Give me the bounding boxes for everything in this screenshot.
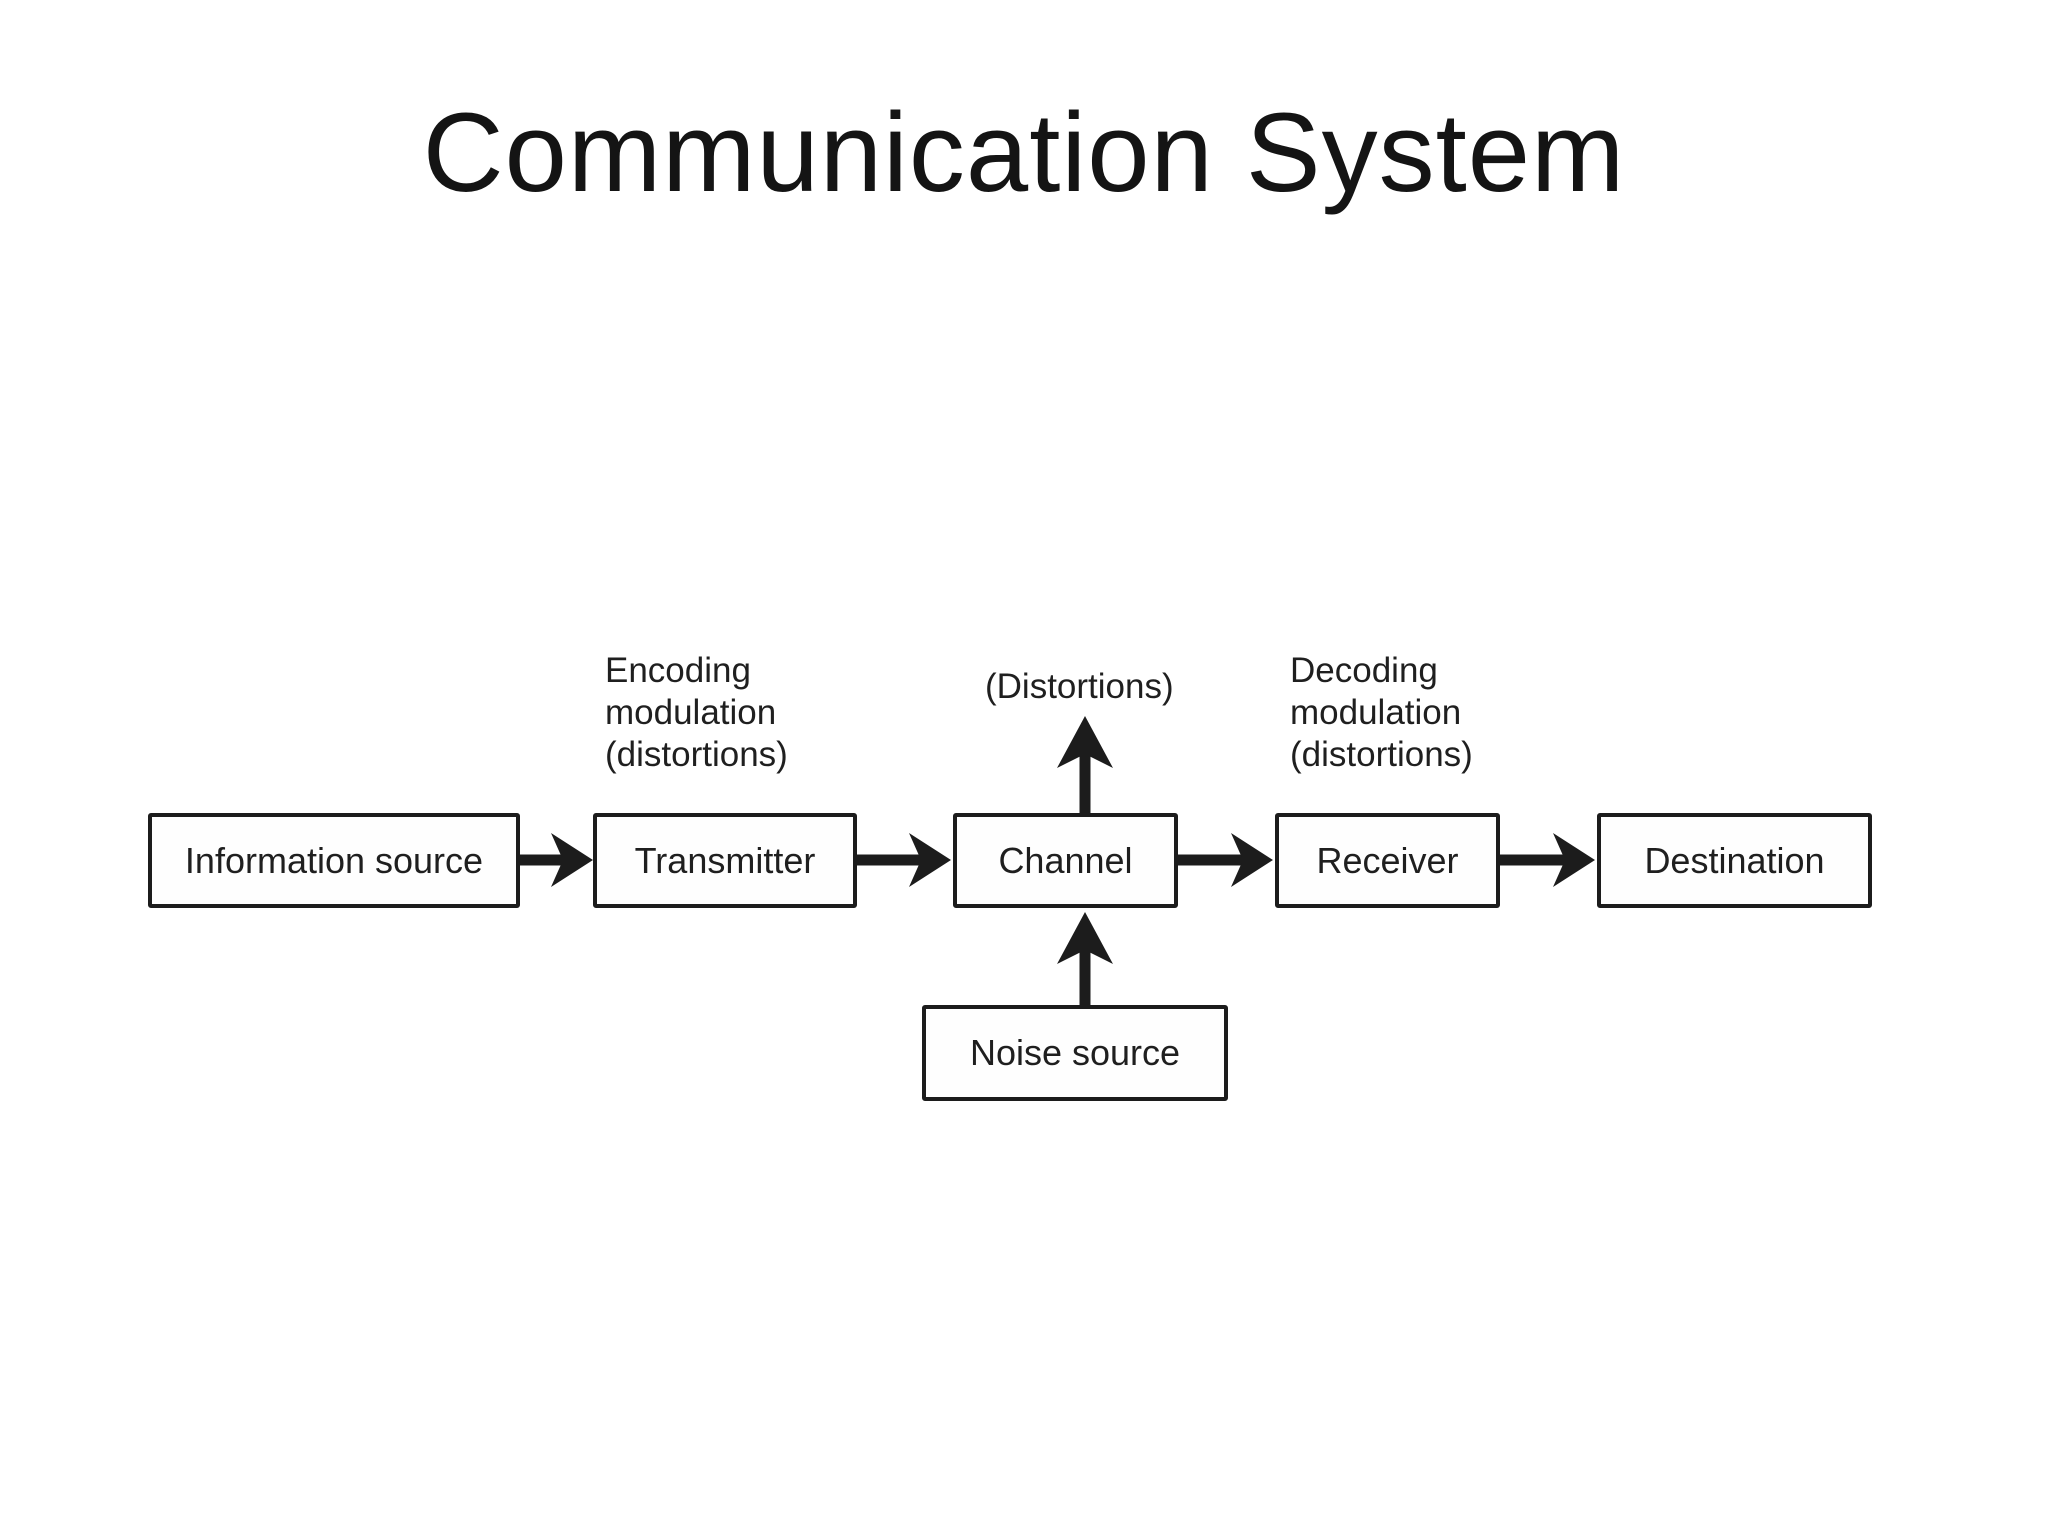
arrow-transmitter-to-channel — [857, 833, 951, 887]
arrow-receiver-to-destination — [1500, 833, 1595, 887]
channel-distortions-label: (Distortions) — [985, 666, 1174, 708]
node-information-source: Information source — [148, 813, 520, 908]
node-noise-source: Noise source — [922, 1005, 1228, 1101]
modulation-line: modulation — [1290, 693, 1462, 732]
node-label: Channel — [998, 839, 1133, 881]
distortions-line: (Distortions) — [985, 667, 1174, 706]
node-label: Destination — [1644, 839, 1825, 881]
encoding-line: Encoding — [605, 651, 751, 690]
node-channel: Channel — [953, 813, 1178, 908]
modulation-line: modulation — [605, 693, 777, 732]
encoding-modulation-label: Encoding modulation (distortions) — [605, 650, 788, 776]
node-label: Transmitter — [634, 839, 816, 881]
node-label: Noise source — [969, 1032, 1181, 1073]
arrow-information-to-transmitter — [520, 833, 593, 887]
arrow-channel-to-distortions — [1057, 716, 1113, 813]
node-receiver: Receiver — [1275, 813, 1500, 908]
node-destination: Destination — [1597, 813, 1872, 908]
node-transmitter: Transmitter — [593, 813, 857, 908]
distortions-line: (distortions) — [605, 735, 788, 774]
slide-title: Communication System — [422, 90, 1626, 215]
distortions-line: (distortions) — [1290, 735, 1473, 774]
node-label: Receiver — [1316, 839, 1459, 881]
decoding-modulation-label: Decoding modulation (distortions) — [1290, 650, 1473, 776]
arrow-noise-to-channel — [1057, 912, 1113, 1005]
node-label: Information source — [184, 839, 484, 881]
decoding-line: Decoding — [1290, 651, 1438, 690]
arrow-channel-to-receiver — [1178, 833, 1273, 887]
